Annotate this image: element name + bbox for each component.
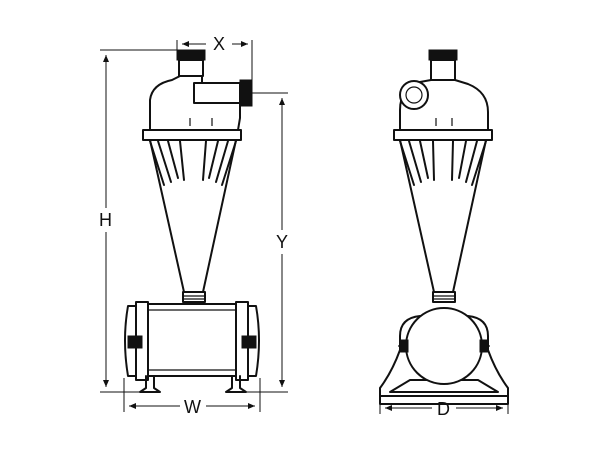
dimension-y: Y bbox=[246, 92, 288, 393]
front-collector bbox=[124, 301, 260, 393]
side-inlet-ring bbox=[399, 80, 429, 110]
dimension-label-w: W bbox=[184, 397, 201, 417]
side-view: D bbox=[379, 49, 509, 419]
front-cone bbox=[149, 139, 237, 293]
side-cone-ribs bbox=[399, 140, 487, 186]
dimension-label-y: Y bbox=[276, 232, 288, 252]
side-neck bbox=[432, 291, 456, 303]
front-neck bbox=[182, 291, 206, 303]
dimension-x: X bbox=[176, 34, 253, 80]
dimension-label-h: H bbox=[99, 210, 112, 230]
front-top-outlet bbox=[176, 49, 206, 77]
dimension-h: H bbox=[99, 49, 177, 393]
dimension-d: D bbox=[379, 399, 509, 419]
front-cone-ribs bbox=[149, 140, 237, 186]
front-head bbox=[149, 75, 241, 131]
side-top-outlet bbox=[428, 49, 458, 81]
dimension-label-x: X bbox=[213, 34, 225, 54]
side-flange bbox=[393, 129, 493, 141]
side-base bbox=[379, 307, 509, 405]
side-cone bbox=[399, 139, 487, 293]
front-flange bbox=[142, 129, 242, 141]
front-view: X H Y W bbox=[99, 34, 288, 417]
dimension-label-d: D bbox=[437, 399, 450, 419]
dimension-w: W bbox=[123, 378, 261, 417]
